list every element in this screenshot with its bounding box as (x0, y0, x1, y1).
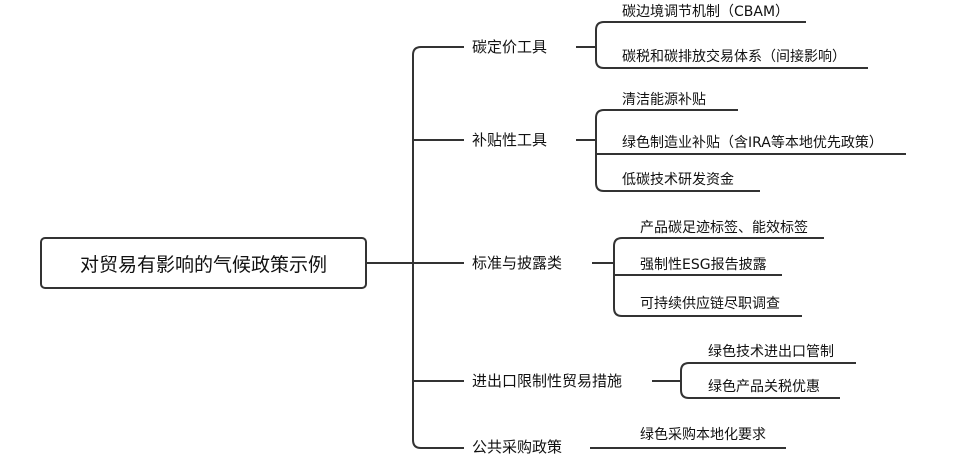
connector-b4-bracket (680, 362, 690, 399)
leaf-supply-chain-due-diligence: 可持续供应链尽职调查 (640, 296, 780, 312)
connector-b3-bracket (613, 237, 623, 317)
leaf-green-product-tariff-preference: 绿色产品关税优惠 (708, 379, 820, 395)
branch-subsidies: 补贴性工具 (472, 131, 548, 149)
leaf-cbam: 碳边境调节机制（CBAM） (622, 4, 790, 20)
branch-public-procurement: 公共采购政策 (472, 438, 563, 456)
root-label: 对贸易有影响的气候政策示例 (79, 253, 327, 276)
leaf-clean-energy-subsidy: 清洁能源补贴 (622, 92, 706, 108)
branch-standards-disclosure: 标准与披露类 (472, 254, 563, 272)
leaf-low-carbon-rd-funding: 低碳技术研发资金 (622, 172, 734, 188)
leaf-green-procurement-localization: 绿色采购本地化要求 (640, 427, 766, 443)
branch-carbon-pricing: 碳定价工具 (472, 38, 548, 56)
leaf-carbon-tax-ets: 碳税和碳排放交易体系（间接影响） (622, 49, 846, 65)
connector-trunk (412, 46, 422, 449)
leaf-green-tech-export-control: 绿色技术进出口管制 (708, 344, 834, 360)
leaf-carbon-footprint-label: 产品碳足迹标签、能效标签 (640, 220, 808, 236)
root-node: 对贸易有影响的气候政策示例 (40, 237, 367, 289)
leaf-green-manufacturing-subsidy: 绿色制造业补贴（含IRA等本地优先政策） (622, 135, 883, 151)
branch-trade-restrictions: 进出口限制性贸易措施 (472, 372, 623, 390)
connector-b1-bracket (595, 21, 605, 69)
connector-b2-bracket (595, 109, 605, 192)
leaf-esg-reporting: 强制性ESG报告披露 (640, 257, 767, 273)
